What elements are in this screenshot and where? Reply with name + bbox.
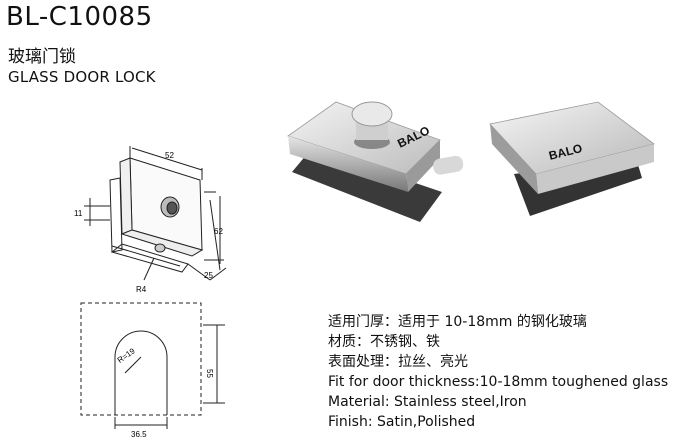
spec-material-en: Material: Stainless steel,Iron [328,394,527,410]
spec-door-thickness-cn: 适用门厚：适用于 10-18mm 的钢化玻璃 [328,314,587,330]
technical-drawing-profile: R=19 55 36.5 [80,302,225,439]
dim-width: 52 [165,151,174,160]
dim-height-profile: 55 [205,369,214,378]
product-name-en: GLASS DOOR LOCK [8,68,156,86]
dim-depth: 25 [204,271,213,280]
dim-radius: R4 [136,285,147,294]
dim-height: 62 [214,227,223,236]
spec-finish-cn: 表面处理：拉丝、亮光 [328,354,468,370]
product-name-cn: 玻璃门锁 [8,47,76,67]
technical-drawing-isometric: 52 62 25 11 R4 [74,146,227,294]
spec-door-thickness-en: Fit for door thickness:10-18mm toughened… [328,374,669,390]
product-model: BL-C10085 [6,2,153,32]
product-photo-side: BALO [489,101,655,216]
dim-thickness: 11 [74,209,83,218]
dim-width-profile: 36.5 [131,430,147,439]
product-photo-front: BALO [287,101,464,222]
spec-material-cn: 材质：不锈钢、铁 [328,334,440,350]
spec-finish-en: Finish: Satin,Polished [328,414,476,430]
dim-radius-profile: R=19 [116,346,137,365]
